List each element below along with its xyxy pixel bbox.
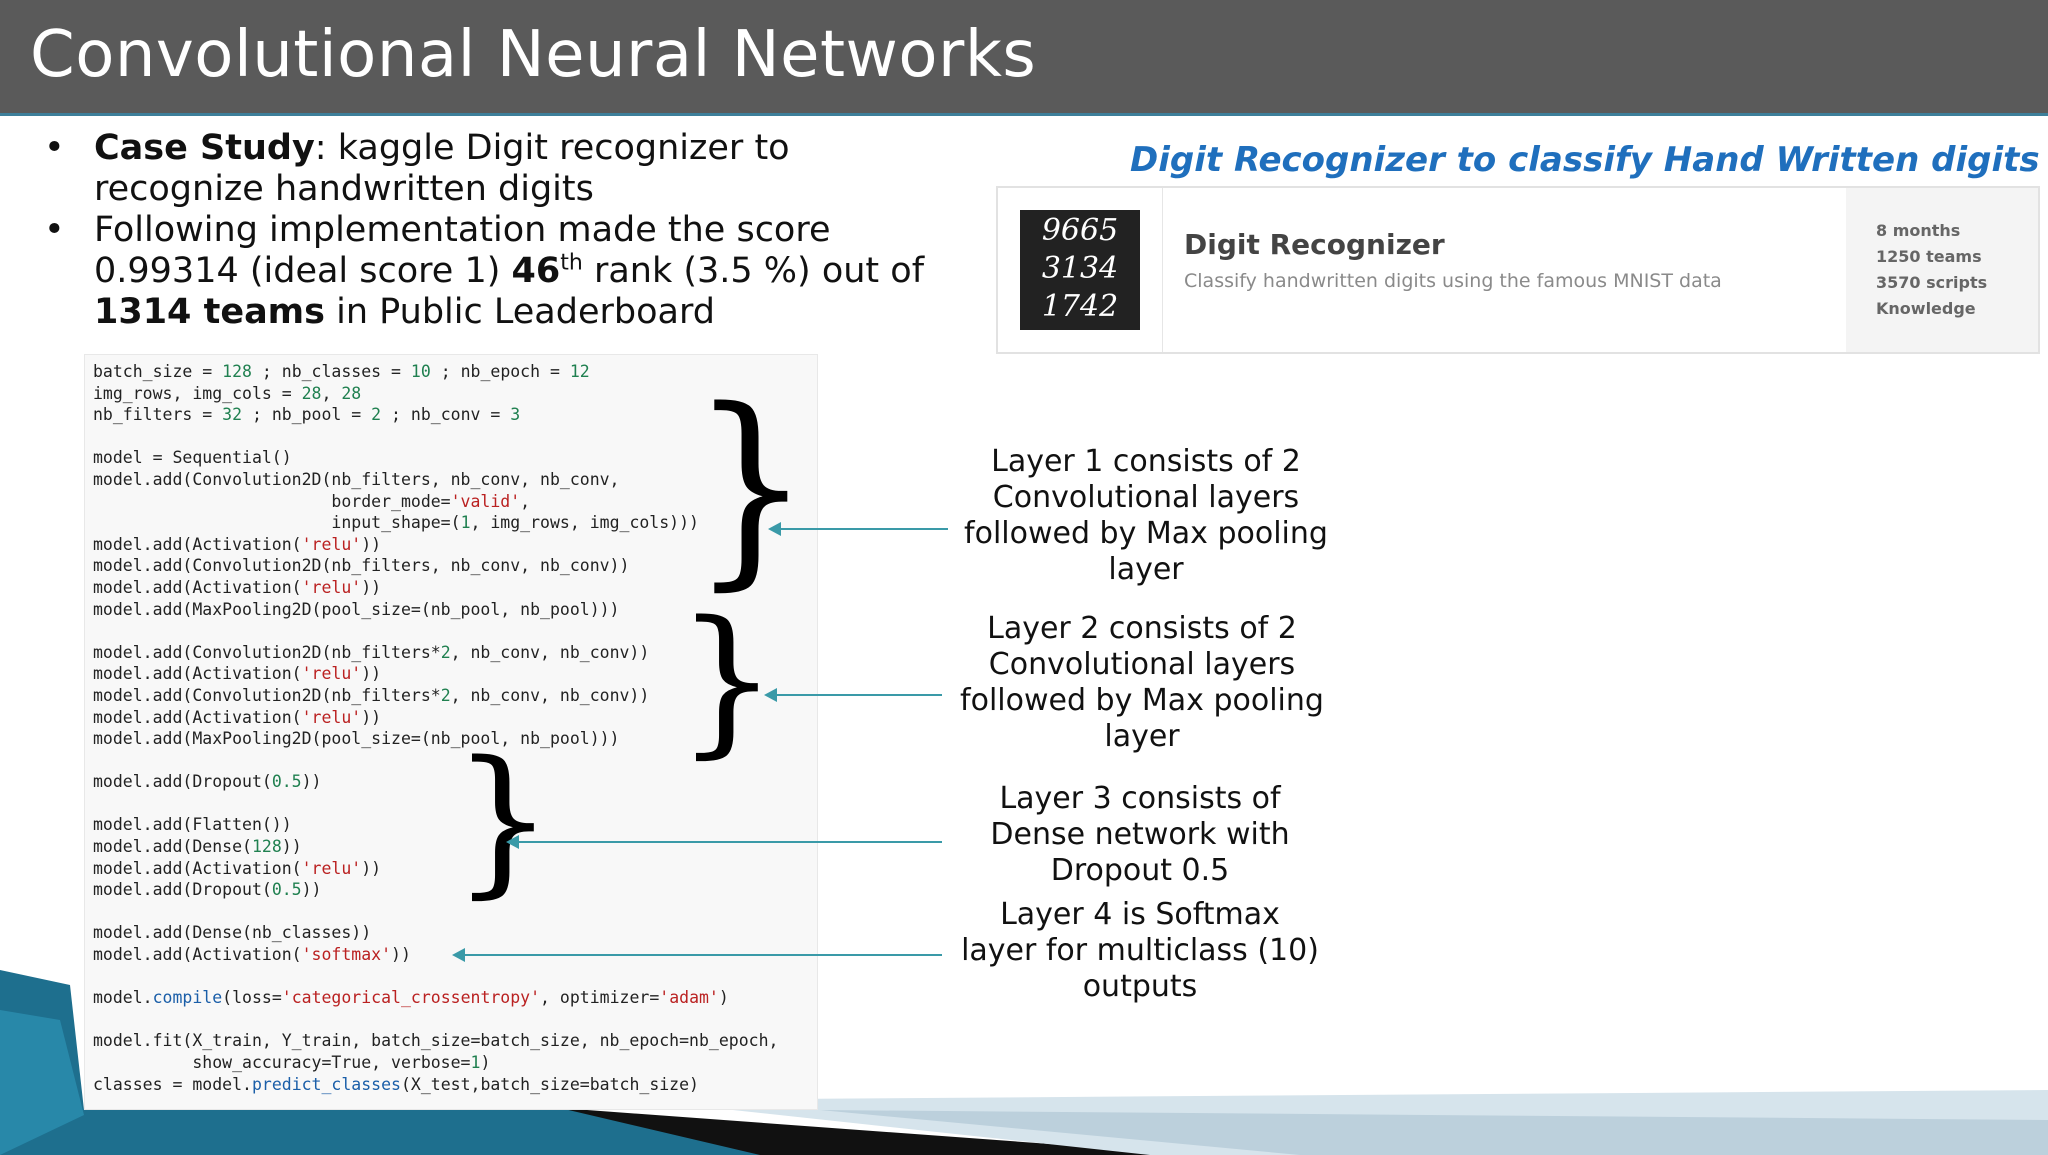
annotation-layer-1: Layer 1 consists of 2 Convolutional laye… (964, 444, 1328, 587)
code-line: model.add(Flatten()) (93, 815, 292, 835)
bullet-dot-icon: • (44, 210, 65, 250)
code-line: model.add(Convolution2D(nb_filters*2, nb… (93, 642, 650, 662)
code-line: model.add(Activation('relu')) (93, 707, 382, 727)
code-line: model.add(Dropout(0.5)) (93, 880, 322, 900)
annotation-layer-4: Layer 4 is Softmax layer for multiclass … (961, 897, 1319, 1004)
kaggle-competition-card[interactable]: 9665 3134 1742 Digit Recognizer Classify… (996, 186, 2040, 354)
teams-value: 1314 teams (94, 292, 325, 332)
annotation-layer-3: Layer 3 consists of Dense network with D… (990, 781, 1290, 888)
competition-name[interactable]: Digit Recognizer (1184, 228, 1445, 261)
code-line: classes = model.predict_classes(X_test,b… (93, 1074, 699, 1094)
arrow-layer-3 (506, 835, 942, 849)
score-text-b: rank (3.5 %) out of (582, 251, 925, 291)
code-line: model.add(Convolution2D(nb_filters*2, nb… (93, 685, 650, 705)
score-text-a: Following implementation made the score … (94, 210, 831, 291)
case-study-label: Case Study (94, 128, 315, 168)
code-line: model.add(Activation('relu')) (93, 664, 382, 684)
competition-stats: 8 months 1250 teams 3570 scripts Knowled… (1846, 188, 2038, 352)
digits-row: 9665 (1041, 213, 1119, 248)
score-text-c: in Public Leaderboard (325, 292, 715, 332)
code-line: model.compile(loss='categorical_crossent… (93, 988, 729, 1008)
code-line: show_accuracy=True, verbose=1) (93, 1053, 491, 1072)
slide-title: Convolutional Neural Networks (30, 18, 1037, 92)
brace-layer-1: } (690, 364, 811, 609)
code-line: model.add(MaxPooling2D(pool_size=(nb_poo… (93, 599, 620, 619)
title-bar: Convolutional Neural Networks (0, 0, 2048, 116)
code-line: nb_filters = 32 ; nb_pool = 2 ; nb_conv … (93, 405, 521, 425)
stat-scripts: 3570 scripts (1876, 273, 1988, 292)
brace-layer-3: } (452, 726, 554, 913)
stat-duration: 8 months (1876, 221, 1961, 240)
arrow-layer-2 (764, 688, 942, 702)
code-line: model = Sequential() (93, 448, 292, 468)
code-line: model.add(Convolution2D(nb_filters, nb_c… (93, 556, 630, 576)
code-line: model.add(Activation('softmax')) (93, 945, 411, 965)
card-divider (1162, 188, 1163, 352)
annotation-layer-2: Layer 2 consists of 2 Convolutional laye… (960, 611, 1324, 754)
code-line: model.fit(X_train, Y_train, batch_size=b… (93, 1031, 779, 1051)
rank-value: 46 (511, 251, 561, 291)
code-block: batch_size = 128 ; nb_classes = 10 ; nb_… (84, 354, 818, 1110)
code-line: model.add(Dropout(0.5)) (93, 772, 322, 792)
code-line: batch_size = 128 ; nb_classes = 10 ; nb_… (93, 362, 590, 381)
brace-layer-2: } (676, 586, 778, 773)
arrow-layer-4 (452, 948, 942, 962)
code-line: ​ (93, 966, 817, 988)
case-study-text: : kaggle Digit recognizer to recognize h… (94, 128, 790, 209)
code-line: ​ (93, 1009, 817, 1031)
bullet-score: • Following implementation made the scor… (40, 210, 960, 333)
digits-row: 3134 (1041, 251, 1119, 286)
bullet-case-study: • Case Study: kaggle Digit recognizer to… (40, 128, 960, 210)
code-line: input_shape=(1, img_rows, img_cols))) (93, 513, 699, 533)
competition-description: Classify handwritten digits using the fa… (1184, 270, 1722, 292)
arrow-layer-1 (768, 522, 948, 536)
kaggle-heading: Digit Recognizer to classify Hand Writte… (1130, 140, 2040, 180)
bullet-list: • Case Study: kaggle Digit recognizer to… (40, 128, 960, 333)
code-line: model.add(Activation('relu')) (93, 577, 382, 597)
code-line: border_mode='valid', (93, 491, 531, 511)
code-line: model.add(Dense(128)) (93, 837, 302, 857)
code-line: model.add(Convolution2D(nb_filters, nb_c… (93, 469, 620, 489)
stat-teams: 1250 teams (1876, 247, 1982, 266)
code-line: model.add(Dense(nb_classes)) (93, 923, 372, 943)
digits-row: 1742 (1041, 289, 1119, 324)
rank-suffix: th (560, 250, 583, 276)
stat-category: Knowledge (1876, 299, 1976, 318)
code-line: model.add(Activation('relu')) (93, 534, 382, 554)
mnist-digits-thumbnail: 9665 3134 1742 (1020, 210, 1140, 330)
code-line: model.add(Activation('relu')) (93, 858, 382, 878)
code-line: img_rows, img_cols = 28, 28 (93, 383, 362, 403)
code-line: model.add(MaxPooling2D(pool_size=(nb_poo… (93, 729, 620, 749)
bullet-dot-icon: • (44, 128, 65, 168)
